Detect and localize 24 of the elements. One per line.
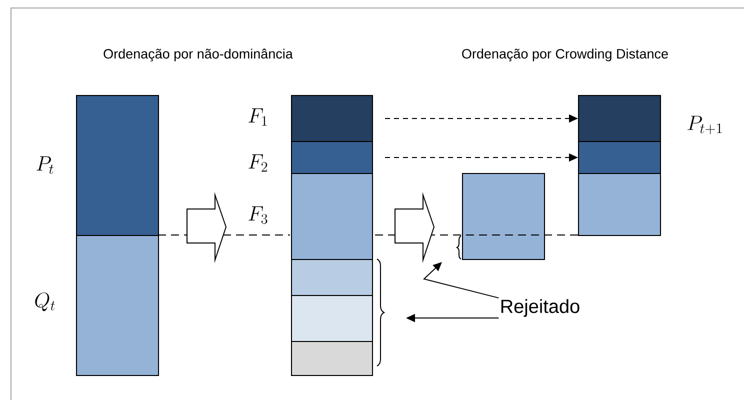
bar-segment: [76, 95, 159, 236]
bar-segment: [578, 173, 661, 236]
math-label: $F_3$: [248, 206, 268, 224]
bar-segment: [291, 259, 373, 296]
math-label: $P_t$: [36, 156, 54, 174]
bar-segment: [291, 173, 373, 260]
column-title: Ordenação por não-dominância: [104, 48, 293, 62]
column-title: Ordenação por Crowding Distance: [462, 48, 668, 62]
bar-segment: [291, 141, 373, 174]
leader-line: [423, 262, 500, 298]
math-label: $F_2$: [248, 154, 268, 172]
block-arrow: [394, 192, 435, 264]
bar-segment: [291, 95, 373, 142]
math-label: $F_1$: [248, 108, 267, 126]
bar-segment: [291, 341, 373, 376]
bar-segment: [291, 295, 373, 342]
block-arrow: [186, 192, 227, 264]
bar-segment: [578, 95, 661, 142]
bar-segment: [578, 141, 661, 174]
bar-segment: [462, 173, 545, 260]
callout-text: Rejeitado: [501, 299, 580, 317]
math-label: $P_{t+1}$: [688, 116, 722, 134]
math-label: $Q_t$: [35, 292, 55, 312]
bar-segment: [76, 235, 159, 376]
